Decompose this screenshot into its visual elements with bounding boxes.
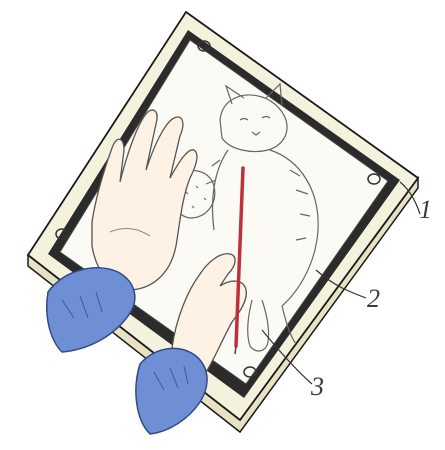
callout-label-1: 1 (419, 197, 432, 223)
callout-label-3: 3 (311, 374, 324, 400)
callout-label-2: 2 (367, 286, 380, 312)
right-sleeve (136, 348, 207, 434)
